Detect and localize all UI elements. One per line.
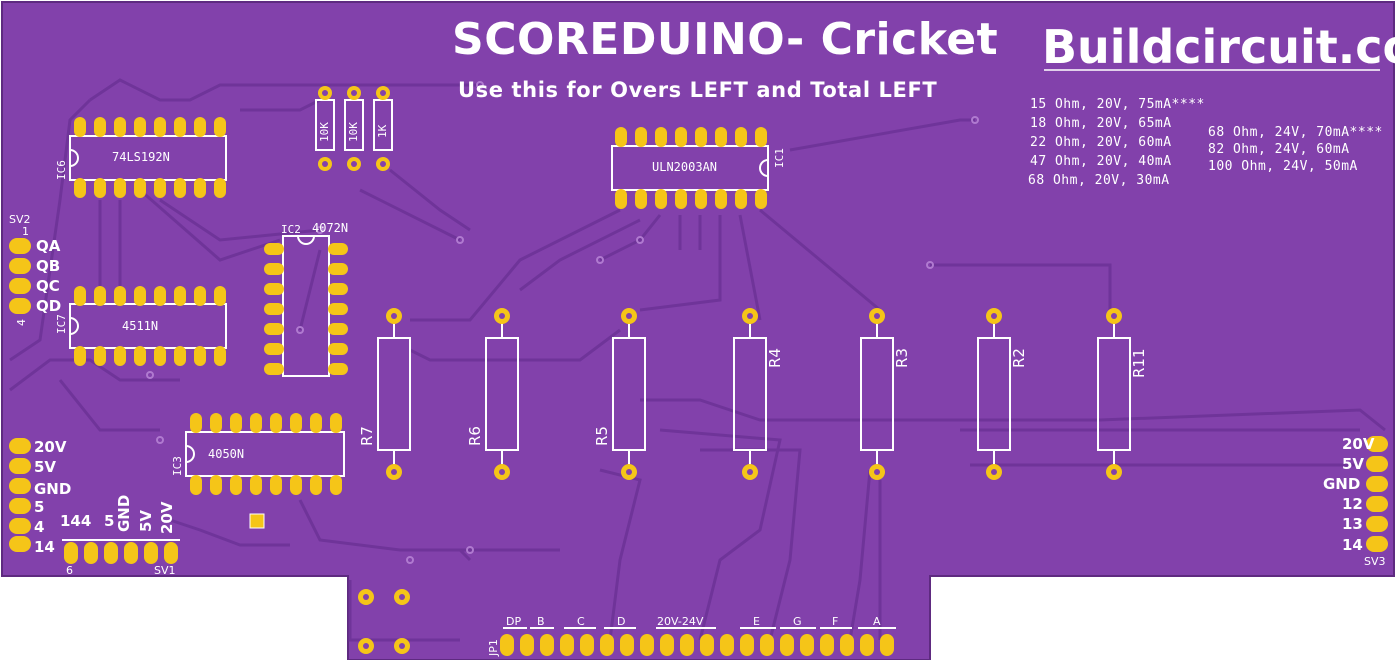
sv2-pin-number-end: 4 bbox=[15, 319, 28, 326]
sv2-pin-number: 1 bbox=[22, 225, 29, 238]
note-line: 100 Ohm, 24V, 50mA bbox=[1208, 159, 1358, 174]
left-power-label: 5V bbox=[34, 458, 57, 476]
sv3-pin-label: 5V bbox=[1342, 455, 1365, 473]
jp1-pin-label: 20V-24V bbox=[657, 615, 704, 628]
left-power-header-pads bbox=[9, 438, 31, 552]
sv3-pin-label: 13 bbox=[1342, 515, 1363, 533]
traces bbox=[9, 78, 1386, 642]
ic7-ref-label: IC7 bbox=[55, 314, 68, 334]
jp1-pin-label: A bbox=[873, 615, 881, 628]
sv1-pin-label: 5V bbox=[137, 509, 155, 532]
note-line: 15 Ohm, 20V, 75mA**** bbox=[1030, 97, 1205, 112]
sv1-pin-label: 20V bbox=[158, 501, 176, 534]
note-line: 68 Ohm, 24V, 70mA**** bbox=[1208, 125, 1383, 140]
ic6-ref-label: IC6 bbox=[55, 160, 68, 180]
sv3-pin-label: 14 bbox=[1342, 536, 1363, 554]
board-subtitle: Use this for Overs LEFT and Total LEFT bbox=[458, 78, 938, 102]
sv2-pin-label: QC bbox=[36, 277, 60, 295]
ic6-pads bbox=[74, 117, 226, 198]
jp1-pin-label: G bbox=[793, 615, 802, 628]
resistor-label-r3: R3 bbox=[893, 348, 911, 368]
sv3-pin-label: GND bbox=[1323, 475, 1361, 493]
sv2-ref-label: SV2 bbox=[9, 213, 31, 226]
note-line: 47 Ohm, 20V, 40mA bbox=[1030, 154, 1172, 169]
note-line: 22 Ohm, 20V, 60mA bbox=[1030, 135, 1172, 150]
ic2-ref-label: IC2 bbox=[281, 223, 301, 236]
smd-pad bbox=[249, 513, 265, 529]
ic7-chip bbox=[69, 286, 227, 366]
left-power-label: 5 bbox=[34, 498, 45, 516]
ic1-part-label: ULN2003AN bbox=[652, 160, 718, 174]
brand-name: Buildcircuit.com bbox=[1042, 20, 1396, 74]
sv2-header-pads bbox=[9, 238, 31, 314]
sv1-pin-label: 144 bbox=[60, 512, 92, 530]
jp1-pin-label: F bbox=[832, 615, 839, 628]
left-power-label: 4 bbox=[34, 518, 45, 536]
resistor-label-r4: R4 bbox=[766, 348, 784, 368]
ic1-chip bbox=[611, 127, 769, 209]
ic2-part-label: 4072N bbox=[312, 221, 349, 235]
big-resistors bbox=[377, 322, 1131, 466]
ic2-chip bbox=[264, 235, 348, 377]
sv3-pin-label: 12 bbox=[1342, 495, 1363, 513]
sv1-pin-number: 6 bbox=[66, 564, 73, 577]
jp1-pin-label: B bbox=[537, 615, 545, 628]
vias bbox=[146, 81, 979, 564]
jp1-pin-label: DP bbox=[506, 615, 522, 628]
sv3-header-pads bbox=[1366, 436, 1388, 552]
sv3-pin-label: 20V bbox=[1342, 435, 1375, 453]
jp1-pin-label: C bbox=[577, 615, 585, 628]
left-power-label: 20V bbox=[34, 438, 67, 456]
sv3-ref-label: SV3 bbox=[1364, 555, 1386, 568]
resistor-label-r7: R7 bbox=[358, 426, 376, 446]
sv2-pin-label: QD bbox=[36, 297, 62, 315]
ic6-part-label: 74LS192N bbox=[112, 150, 170, 164]
sv2-pin-label: QA bbox=[36, 237, 61, 255]
small-resistor-value: 1K bbox=[376, 124, 389, 138]
small-resistor-value: 10K bbox=[318, 122, 331, 142]
jp1-ref-label: JP1 bbox=[487, 639, 500, 656]
small-resistor-value: 10K bbox=[347, 122, 360, 142]
jp1-pin-label: E bbox=[753, 615, 760, 628]
note-line: 18 Ohm, 20V, 65mA bbox=[1030, 116, 1172, 131]
resistor-label-r2: R2 bbox=[1010, 348, 1028, 368]
sv1-pin-label: GND bbox=[115, 494, 133, 532]
ic1-ref-label: IC1 bbox=[773, 148, 786, 168]
resistor-label-r11: R11 bbox=[1130, 348, 1148, 378]
small-resistors bbox=[315, 86, 393, 171]
ic7-part-label: 4511N bbox=[122, 319, 159, 333]
jp1-pin-label: D bbox=[617, 615, 626, 628]
resistor-label-r6: R6 bbox=[466, 426, 484, 446]
resistor-label-r5: R5 bbox=[593, 426, 611, 446]
note-line: 82 Ohm, 24V, 60mA bbox=[1208, 142, 1350, 157]
left-power-label: 14 bbox=[34, 538, 55, 556]
left-power-label: GND bbox=[34, 480, 72, 498]
sv2-pin-label: QB bbox=[36, 257, 61, 275]
sv1-header-pads bbox=[64, 542, 178, 564]
ic3-chip bbox=[185, 413, 345, 495]
ic3-ref-label: IC3 bbox=[171, 456, 184, 476]
ic3-part-label: 4050N bbox=[208, 447, 245, 461]
ic6-chip bbox=[69, 117, 227, 198]
sv1-ref-label: SV1 bbox=[154, 564, 176, 577]
note-line: 68 Ohm, 20V, 30mA bbox=[1028, 173, 1170, 188]
jp1-header-pads bbox=[500, 634, 894, 656]
board-title: SCOREDUINO- Cricket bbox=[452, 14, 999, 65]
sv1-pin-label: 5 bbox=[104, 512, 115, 530]
